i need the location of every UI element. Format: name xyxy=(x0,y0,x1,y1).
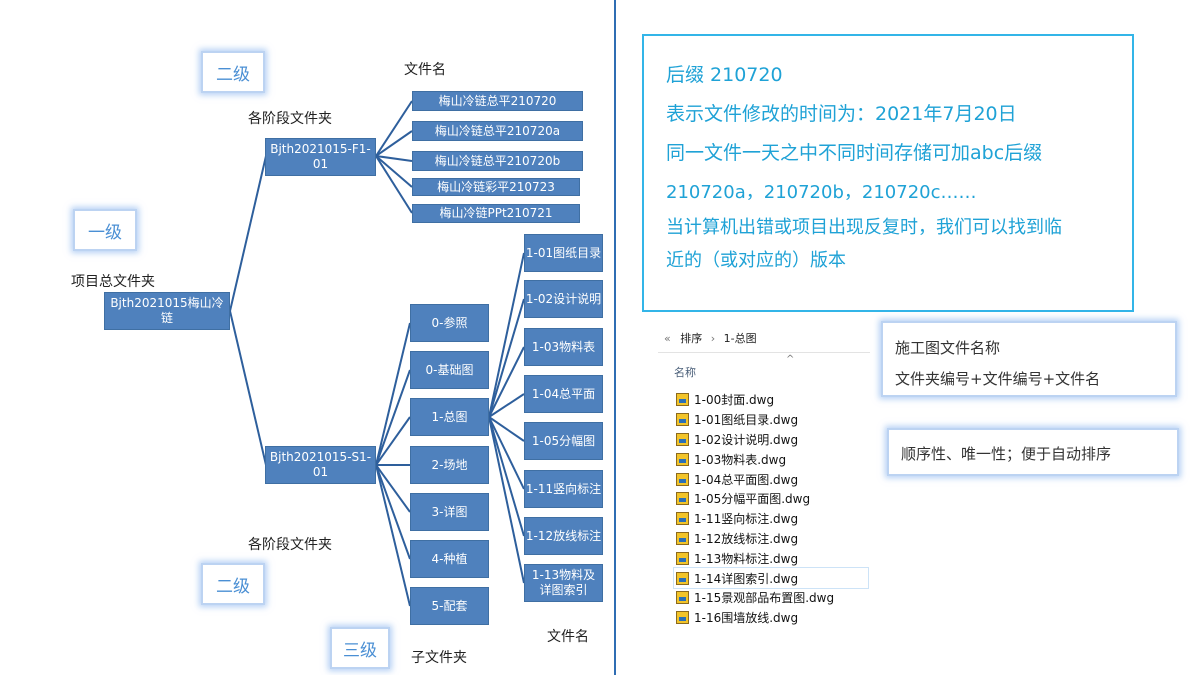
file-node: 梅山冷链PPt210721 xyxy=(412,204,580,223)
dwg-file-icon xyxy=(676,512,689,526)
naming-rule-formula: 文件夹编号+文件编号+文件名 xyxy=(895,370,1101,388)
file-name: 1-02设计说明.dwg xyxy=(694,432,799,447)
note-line: 当计算机出错或项目出现反复时，我们可以找到临 xyxy=(666,217,1062,238)
file-row[interactable]: 1-01图纸目录.dwg xyxy=(676,410,868,430)
file-name: 1-13物料标注.dwg xyxy=(694,551,799,566)
level-badge-root: 一级 xyxy=(73,209,137,251)
note-line: 210720a，210720b，210720c…… xyxy=(666,182,977,203)
vertical-divider xyxy=(614,0,616,675)
dwg-file-icon xyxy=(676,413,689,427)
file-row[interactable]: 1-15景观部品布置图.dwg xyxy=(676,588,868,608)
zongtu-file-node: 1-05分幅图 xyxy=(524,422,603,460)
dwg-file-icon xyxy=(676,551,689,565)
dwg-file-icon xyxy=(676,611,689,625)
note-line: 近的（或对应的）版本 xyxy=(666,250,846,271)
principle-text: 顺序性、唯一性；便于自动排序 xyxy=(901,445,1112,463)
note-line: 同一文件一天之中不同时间存储可加abc后缀 xyxy=(666,142,1043,164)
back-chevron-icon[interactable]: « xyxy=(664,332,671,345)
file-node: 梅山冷链总平210720a xyxy=(412,121,583,141)
file-name: 1-01图纸目录.dwg xyxy=(694,413,799,428)
zongtu-file-node: 1-13物料及详图索引 xyxy=(524,564,603,602)
level-badge-stage-top: 二级 xyxy=(201,51,265,93)
zongtu-file-node: 1-01图纸目录 xyxy=(524,234,603,272)
stage-folder-node-top: Bjth2021015-F1-01 xyxy=(265,138,376,176)
file-list: 1-00封面.dwg 1-01图纸目录.dwg 1-02设计说明.dwg 1-0… xyxy=(673,390,869,628)
file-row[interactable]: 1-05分幅平面图.dwg xyxy=(676,489,868,509)
dwg-file-icon xyxy=(676,531,689,545)
file-node: 梅山冷链总平210720 xyxy=(412,91,583,111)
zongtu-file-node: 1-03物料表 xyxy=(524,328,603,366)
subfolder-node: 4-种植 xyxy=(410,540,489,578)
level-badge-subfolder: 三级 xyxy=(330,627,390,669)
file-name: 1-04总平面图.dwg xyxy=(694,472,799,487)
subfolder-node: 2-场地 xyxy=(410,446,489,484)
zongtu-file-node: 1-04总平面 xyxy=(524,375,603,413)
breadcrumb-item[interactable]: 1-总图 xyxy=(723,332,757,345)
zongtu-files-caption: 文件名 xyxy=(547,629,589,645)
dwg-file-icon xyxy=(676,591,689,605)
file-row[interactable]: 1-04总平面图.dwg xyxy=(676,469,868,489)
zongtu-file-node: 1-02设计说明 xyxy=(524,280,603,318)
stage-top-caption: 各阶段文件夹 xyxy=(248,111,332,127)
breadcrumb: « 排序 › 1-总图 xyxy=(664,330,757,346)
note-line: 表示文件修改的时间为：2021年7月20日 xyxy=(666,103,1017,125)
dwg-file-icon xyxy=(676,492,689,506)
file-name: 1-00封面.dwg xyxy=(694,393,775,408)
stage-bottom-caption: 各阶段文件夹 xyxy=(248,537,332,553)
sort-ascending-icon: ^ xyxy=(786,354,795,365)
zongtu-file-node: 1-12放线标注 xyxy=(524,517,603,555)
file-row[interactable]: 1-12放线标注.dwg xyxy=(676,529,868,549)
column-header-name[interactable]: 名称 xyxy=(674,366,696,379)
file-row[interactable]: 1-00封面.dwg xyxy=(676,390,868,410)
note-line: 后缀 210720 xyxy=(666,64,783,86)
file-row[interactable]: 1-11竖向标注.dwg xyxy=(676,509,868,529)
suffix-note-box: 后缀 210720 表示文件修改的时间为：2021年7月20日 同一文件一天之中… xyxy=(642,34,1134,312)
top-files-caption: 文件名 xyxy=(404,62,446,78)
file-row[interactable]: 1-13物料标注.dwg xyxy=(676,548,868,568)
file-name: 1-12放线标注.dwg xyxy=(694,531,799,546)
principle-box: 顺序性、唯一性；便于自动排序 xyxy=(887,428,1179,476)
root-folder-node: Bjth2021015梅山冷链 xyxy=(104,292,230,330)
connector-lines xyxy=(229,100,525,607)
file-row[interactable]: 1-03物料表.dwg xyxy=(676,449,868,469)
file-name: 1-03物料表.dwg xyxy=(694,452,787,467)
subfolder-node: 1-总图 xyxy=(410,398,489,436)
dwg-file-icon xyxy=(676,432,689,446)
file-name: 1-16围墙放线.dwg xyxy=(694,611,799,626)
dwg-file-icon xyxy=(676,452,689,466)
dwg-file-icon xyxy=(676,571,689,585)
file-row-selected[interactable]: 1-14详图索引.dwg xyxy=(673,567,869,589)
file-name: 1-14详图索引.dwg xyxy=(694,571,799,586)
file-name: 1-11竖向标注.dwg xyxy=(694,512,799,527)
file-row[interactable]: 1-16围墙放线.dwg xyxy=(676,608,868,628)
file-explorer-panel: « 排序 › 1-总图 ^ 名称 1-00封面.dwg 1-01图纸目录.dwg… xyxy=(658,322,870,632)
naming-rule-box: 施工图文件名称 文件夹编号+文件编号+文件名 xyxy=(881,321,1177,397)
dwg-file-icon xyxy=(676,393,689,407)
file-node: 梅山冷链总平210720b xyxy=(412,151,583,171)
naming-rule-title: 施工图文件名称 xyxy=(895,339,1001,357)
dwg-file-icon xyxy=(676,472,689,486)
subfolder-node: 5-配套 xyxy=(410,587,489,625)
file-name: 1-05分幅平面图.dwg xyxy=(694,492,811,507)
subfolder-node: 0-基础图 xyxy=(410,351,489,389)
breadcrumb-item[interactable]: 排序 xyxy=(680,332,703,345)
file-node: 梅山冷链彩平210723 xyxy=(412,178,580,196)
subfolders-caption: 子文件夹 xyxy=(411,650,467,666)
zongtu-file-node: 1-11竖向标注 xyxy=(524,470,603,508)
file-row[interactable]: 1-02设计说明.dwg xyxy=(676,430,868,450)
level-badge-stage-bottom: 二级 xyxy=(201,563,265,605)
root-caption: 项目总文件夹 xyxy=(71,274,155,290)
subfolder-node: 0-参照 xyxy=(410,304,489,342)
breadcrumb-separator-icon: › xyxy=(710,332,716,345)
subfolder-node: 3-详图 xyxy=(410,493,489,531)
stage-folder-node-bottom: Bjth2021015-S1-01 xyxy=(265,446,376,484)
header-divider xyxy=(658,352,870,353)
file-name: 1-15景观部品布置图.dwg xyxy=(694,591,835,606)
